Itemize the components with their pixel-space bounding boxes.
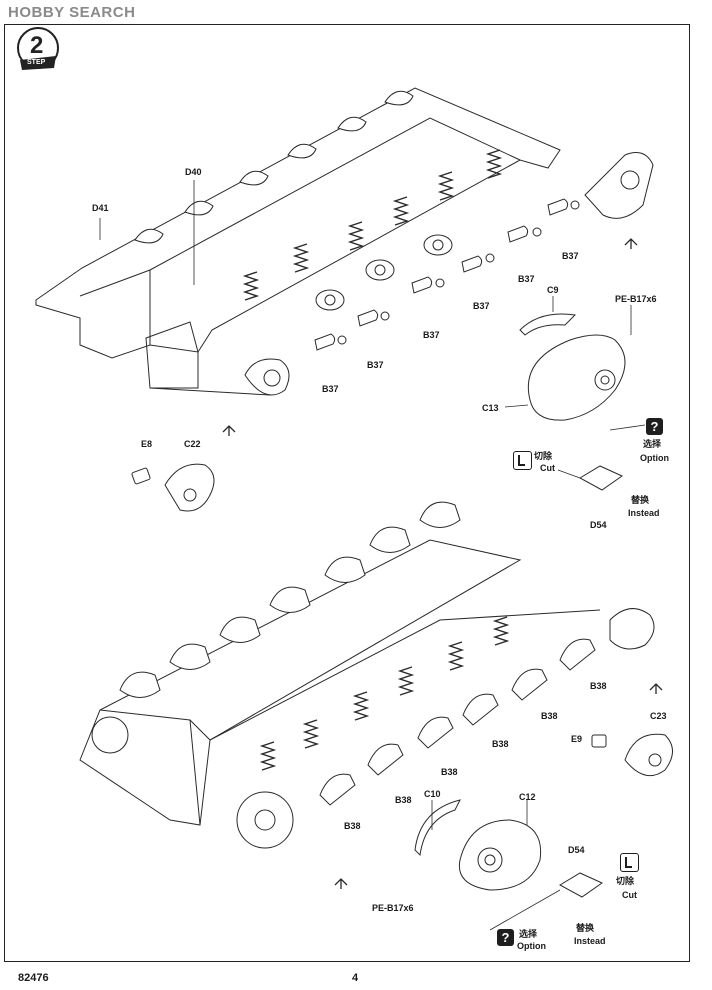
label-b38-6: B38: [344, 821, 361, 831]
label-b37-5: B37: [367, 360, 384, 370]
option-en-lower: Option: [517, 941, 546, 951]
label-b38-4: B38: [441, 767, 458, 777]
option-cn-lower: 选择: [519, 929, 538, 939]
d54-plates: [558, 465, 624, 898]
cut-icon-upper: [513, 451, 532, 470]
c12-assembly: [414, 799, 542, 891]
lower-sprocket: [236, 791, 294, 849]
label-e8: E8: [141, 439, 153, 449]
watermark: HOBBY SEARCH: [8, 4, 136, 21]
label-d54-lower: D54: [568, 845, 585, 855]
step-label: STEP: [27, 59, 46, 66]
label-b37-4: B37: [423, 330, 440, 340]
label-d41: D41: [92, 203, 109, 213]
label-c9: C9: [547, 285, 559, 295]
step-number: 2: [30, 32, 44, 59]
cut-cn-lower: 切除: [616, 876, 635, 886]
label-e9: E9: [571, 734, 583, 744]
label-c13: C13: [482, 403, 499, 413]
lower-final-drive: [609, 608, 655, 650]
page-frame: [4, 24, 690, 962]
catalog-number: 82476: [18, 972, 49, 984]
upper-springs: [242, 149, 503, 301]
instead-en-upper: Instead: [628, 508, 660, 518]
label-b38-2: B38: [541, 711, 558, 721]
upper-final-drive: [584, 152, 654, 219]
label-pe-b17x6-upper: PE-B17x6: [615, 294, 657, 304]
option-icon-upper: ?: [646, 418, 663, 435]
label-c23: C23: [650, 711, 667, 721]
leader-lines: [99, 180, 646, 931]
option-cn-upper: 选择: [643, 439, 662, 449]
b38-arms: [319, 638, 596, 806]
upper-rear-hub: [244, 358, 290, 396]
label-c22: C22: [184, 439, 201, 449]
step-banner: [20, 56, 56, 70]
label-b38-5: B38: [395, 795, 412, 805]
cut-en-upper: Cut: [540, 463, 555, 473]
option-en-upper: Option: [640, 453, 669, 463]
label-c12: C12: [519, 792, 536, 802]
label-d40: D40: [185, 167, 202, 177]
direction-arrows: [222, 238, 663, 889]
label-b37-1: B37: [562, 251, 579, 261]
instead-en-lower: Instead: [574, 936, 606, 946]
cut-icon-lower: [620, 853, 639, 872]
upper-bumpstops: [315, 234, 453, 311]
label-b38-3: B38: [492, 739, 509, 749]
c13-assembly: [519, 313, 626, 421]
label-c10: C10: [424, 789, 441, 799]
label-b38-1: B38: [590, 681, 607, 691]
lower-idler: [91, 716, 129, 754]
b37-arms: [314, 198, 580, 351]
upper-hull-assembly: [35, 87, 654, 396]
instead-cn-upper: 替换: [631, 495, 650, 505]
instead-cn-lower: 替换: [576, 923, 595, 933]
c22-part: [131, 463, 215, 512]
c23-part: [591, 733, 673, 777]
cut-cn-upper: 切除: [534, 451, 553, 461]
label-pe-b17x6-lower: PE-B17x6: [372, 903, 414, 913]
label-b37-3: B37: [473, 301, 490, 311]
label-b37-2: B37: [518, 274, 535, 284]
cut-en-lower: Cut: [622, 890, 637, 900]
lower-hull-assembly: [79, 501, 655, 849]
label-b37-6: B37: [322, 384, 339, 394]
label-d54-upper: D54: [590, 520, 607, 530]
upper-top-rollers: [134, 90, 414, 244]
lower-top-brackets: [119, 501, 461, 698]
page-number: 4: [352, 972, 359, 984]
lower-springs: [259, 616, 510, 771]
option-icon-lower: ?: [497, 929, 514, 946]
